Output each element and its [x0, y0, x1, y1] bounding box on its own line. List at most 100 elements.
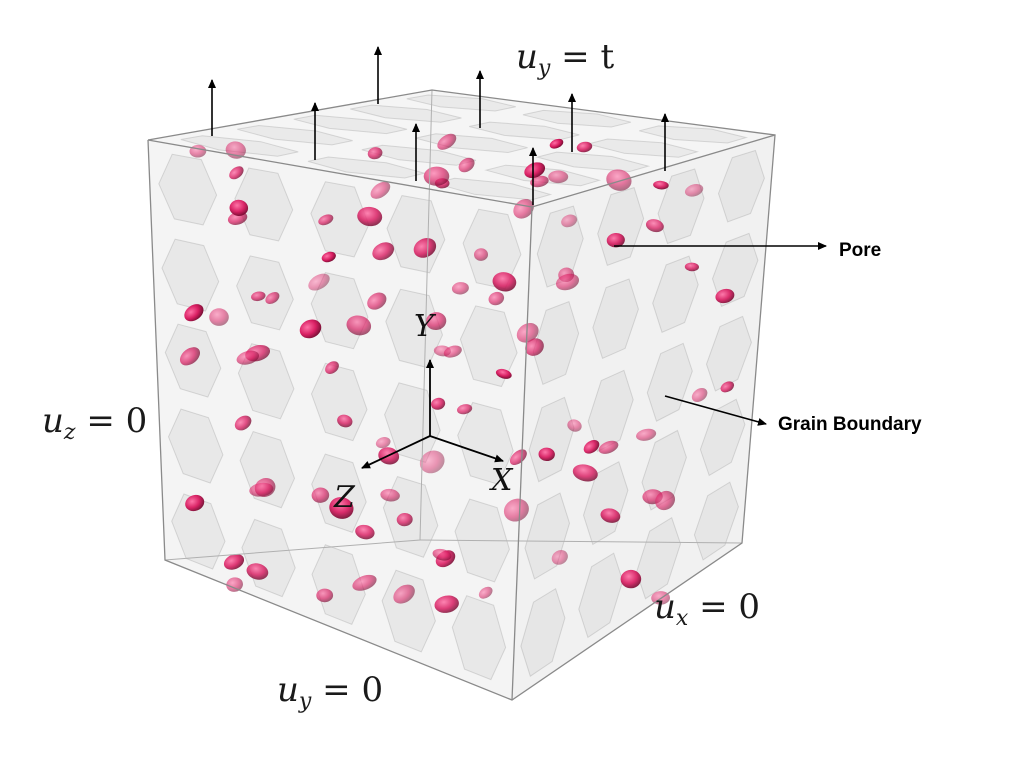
- pore: [458, 157, 475, 173]
- pore: [655, 490, 676, 511]
- pore: [503, 498, 529, 522]
- grain-boundary-leader-arrow: [664, 395, 767, 426]
- pore: [223, 554, 245, 570]
- grain-boundary-label: Grain Boundary: [778, 414, 922, 435]
- pore: [720, 381, 735, 393]
- grain-cell: [161, 238, 220, 312]
- grain-cell: [385, 288, 444, 369]
- pore: [555, 273, 580, 291]
- pore: [413, 238, 437, 258]
- pore: [474, 248, 488, 261]
- grain-cell: [406, 94, 516, 112]
- grain-cell: [457, 401, 514, 485]
- pore: [620, 569, 642, 589]
- grain-cell: [587, 369, 634, 453]
- grain-cell: [236, 255, 294, 331]
- pore: [606, 232, 625, 248]
- pore: [325, 361, 339, 374]
- pore: [329, 497, 354, 519]
- cube-outline: [147, 89, 776, 701]
- grain-cell: [234, 167, 294, 242]
- grain-cell: [522, 109, 632, 128]
- pore: [488, 291, 505, 306]
- pore: [600, 508, 621, 523]
- grain-cell: [535, 151, 651, 173]
- pore: [684, 262, 699, 272]
- cube-front-vertical-edge: [511, 206, 533, 701]
- grain-cell: [639, 125, 749, 144]
- pore: [606, 169, 632, 191]
- pore: [185, 494, 205, 512]
- pore: [549, 138, 564, 149]
- pore: [561, 214, 578, 228]
- pore: [375, 437, 391, 449]
- pore: [432, 548, 452, 561]
- pore: [246, 563, 269, 580]
- grain-cell: [462, 208, 522, 290]
- pore: [684, 184, 704, 197]
- pore: [321, 251, 336, 263]
- grain-cell: [520, 587, 566, 677]
- grain-cell: [307, 156, 427, 179]
- pore: [715, 288, 735, 304]
- grain-cell: [167, 408, 224, 484]
- pore: [525, 338, 544, 356]
- pore: [431, 397, 446, 410]
- pore: [299, 319, 322, 339]
- grain-cell: [310, 362, 368, 442]
- grain-cell: [699, 398, 746, 477]
- grain-cell: [350, 104, 462, 123]
- bc-left-label: uz = 0: [42, 401, 148, 445]
- grain-cell: [158, 153, 218, 226]
- grain-cell: [717, 149, 765, 223]
- grain-cell: [592, 278, 639, 359]
- pore: [311, 487, 330, 503]
- pore: [209, 308, 229, 326]
- pore: [576, 141, 593, 153]
- pore: [367, 292, 387, 310]
- pore-cluster: [179, 133, 735, 613]
- pore: [572, 464, 598, 482]
- pore: [478, 586, 493, 599]
- cube: [147, 89, 776, 701]
- pore-label: Pore: [839, 240, 882, 261]
- pore: [254, 478, 276, 497]
- pore: [548, 170, 569, 184]
- grain-cell: [459, 305, 518, 388]
- grain-cell: [361, 144, 477, 166]
- pore: [318, 214, 334, 226]
- pore: [425, 312, 447, 331]
- grain-cell: [536, 205, 584, 288]
- x-axis-arrow: [429, 435, 504, 463]
- pore: [653, 180, 669, 190]
- pore: [443, 345, 462, 358]
- pore: [583, 439, 600, 454]
- pore: [598, 440, 619, 454]
- pore: [355, 524, 375, 540]
- pore: [516, 322, 539, 343]
- pore: [337, 414, 353, 428]
- pore: [372, 242, 395, 261]
- pore: [179, 347, 201, 366]
- y-axis-label: Y: [414, 309, 434, 344]
- pore: [567, 419, 582, 432]
- pore: [226, 577, 243, 592]
- grain-cell: [711, 232, 759, 307]
- pore: [457, 404, 473, 415]
- pore: [346, 315, 372, 336]
- pore: [434, 595, 459, 613]
- pore: [357, 206, 383, 227]
- pore: [370, 181, 391, 199]
- pore: [495, 368, 512, 379]
- pore: [437, 133, 457, 150]
- pore: [316, 588, 334, 603]
- grain-cell: [381, 569, 436, 653]
- grain-cell: [293, 114, 408, 135]
- pore: [251, 291, 266, 302]
- grain-cell: [652, 255, 699, 333]
- pore: [229, 199, 249, 217]
- grain-cell: [532, 301, 580, 385]
- bc-right-label: ux = 0: [654, 587, 761, 631]
- grain-cell: [636, 516, 682, 600]
